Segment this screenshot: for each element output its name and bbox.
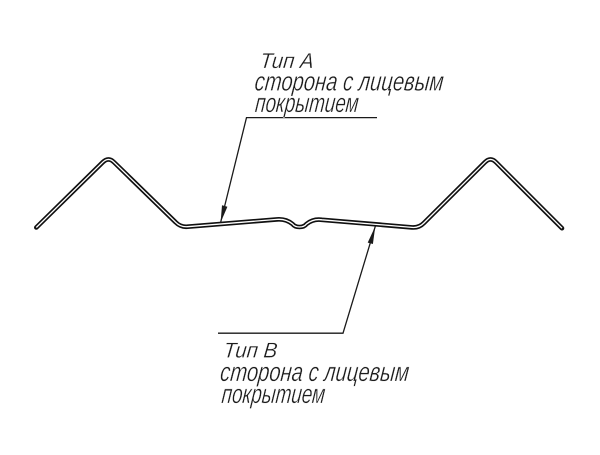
svg-text:покрытием: покрытием: [220, 379, 326, 409]
svg-text:сторона с лицевым: сторона с лицевым: [219, 359, 411, 388]
svg-text:сторона с лицевым: сторона с лицевым: [253, 68, 445, 97]
svg-text:Тип В: Тип В: [222, 339, 278, 363]
svg-text:покрытием: покрытием: [254, 88, 360, 118]
svg-text:Тип А: Тип А: [259, 49, 315, 73]
